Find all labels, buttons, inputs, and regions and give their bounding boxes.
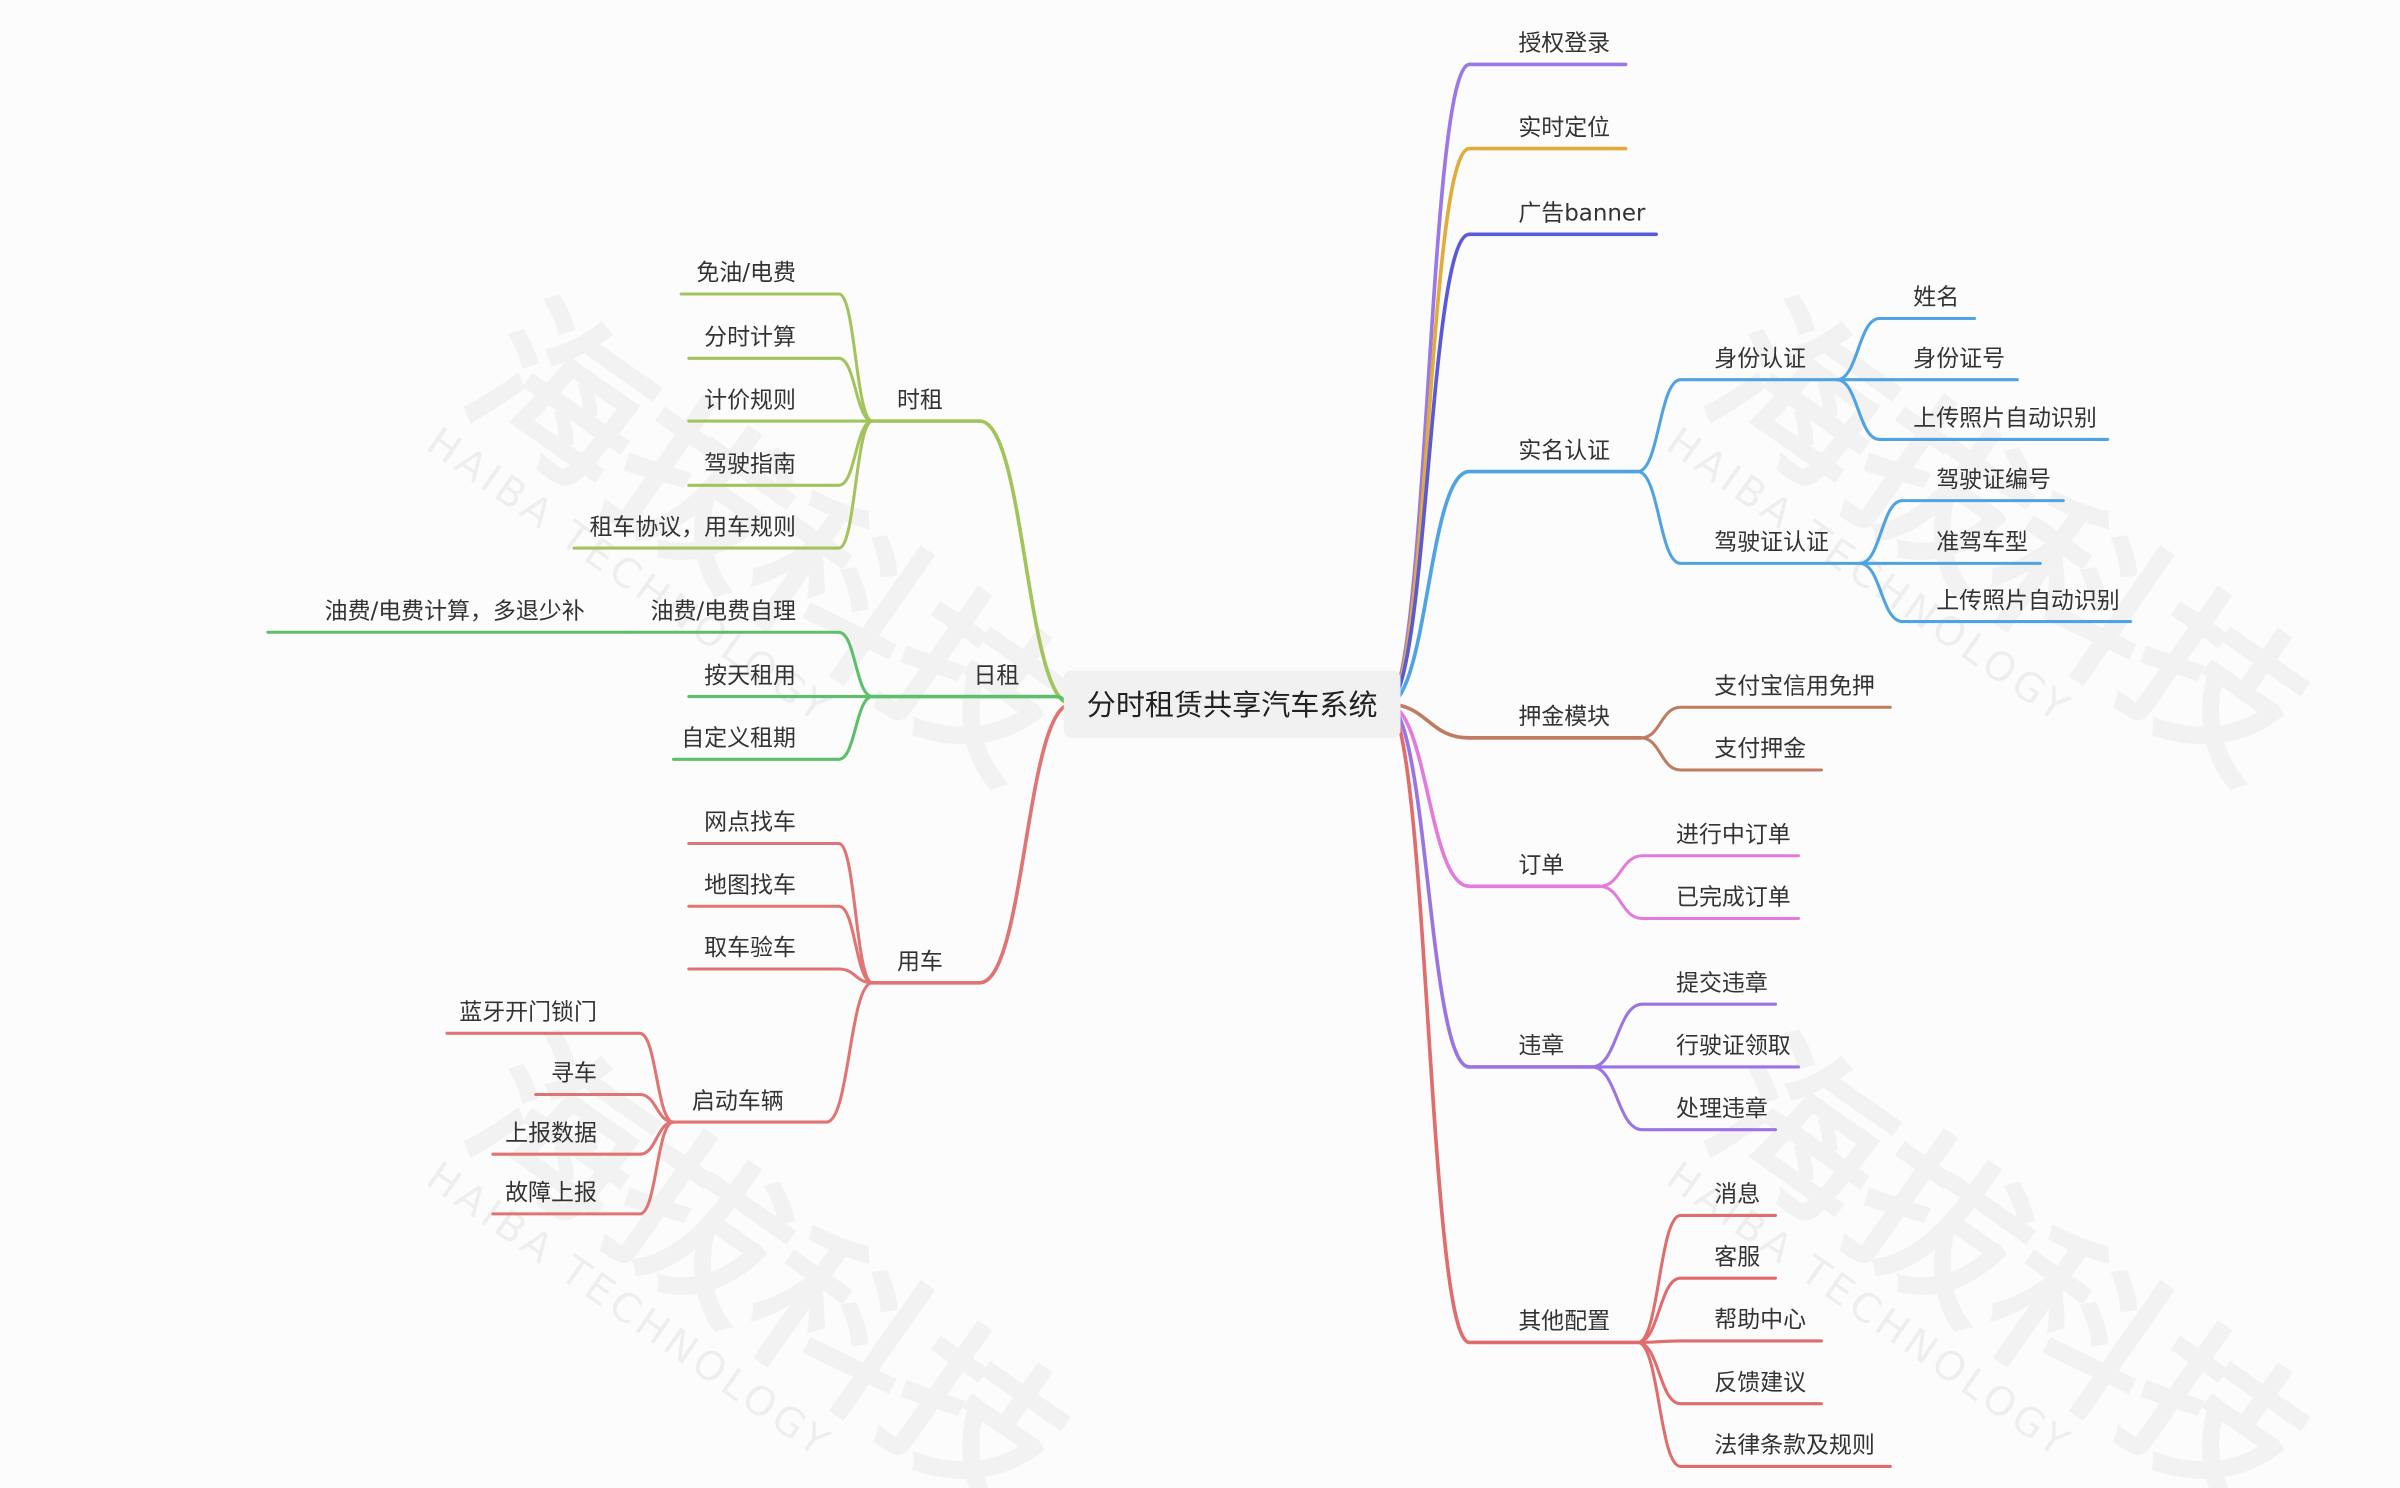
mind-map-node[interactable]: 取车验车 bbox=[704, 935, 796, 961]
branch-link bbox=[1859, 499, 1903, 565]
branch-link bbox=[838, 292, 874, 423]
mind-map-node[interactable]: 授权登录 bbox=[1518, 31, 1610, 57]
mind-map-node[interactable]: 网点找车 bbox=[704, 810, 796, 836]
mind-map-node[interactable]: 姓名 bbox=[1913, 285, 1959, 311]
mind-map-node[interactable]: 蓝牙开门锁门 bbox=[459, 1000, 597, 1026]
branch-link bbox=[1637, 1340, 1682, 1468]
mind-map-node[interactable]: 按天租用 bbox=[704, 663, 796, 689]
mind-map-node[interactable]: 上报数据 bbox=[505, 1120, 597, 1146]
branch-link bbox=[1385, 146, 1471, 707]
mind-map-node[interactable]: 启动车辆 bbox=[692, 1088, 784, 1114]
branch-link bbox=[838, 630, 873, 699]
mind-map-node[interactable]: 实名认证 bbox=[1518, 438, 1610, 464]
root-label: 分时租赁共享汽车系统 bbox=[1087, 688, 1378, 722]
mind-map-node[interactable]: 用车 bbox=[897, 949, 943, 975]
branch-link bbox=[1591, 1002, 1643, 1069]
mind-map-node[interactable]: 上传照片自动识别 bbox=[1913, 406, 2097, 432]
mind-map-node[interactable]: 油费/电费计算，多退少补 bbox=[325, 598, 585, 624]
branch-link bbox=[1637, 1339, 1681, 1344]
branch-link bbox=[979, 419, 1072, 707]
branch-link bbox=[1640, 736, 1681, 772]
branch-link bbox=[1599, 854, 1643, 888]
mind-map-node[interactable]: 准驾车型 bbox=[1936, 530, 2028, 556]
branch-link bbox=[1385, 62, 1471, 707]
branch-link bbox=[979, 702, 1072, 985]
mind-map-node[interactable]: 实时定位 bbox=[1518, 115, 1610, 141]
branch-link bbox=[1637, 1340, 1681, 1406]
mind-map-node[interactable]: 提交违章 bbox=[1676, 970, 1768, 996]
mind-map-node[interactable]: 免油/电费 bbox=[696, 260, 795, 286]
branch-link bbox=[1640, 705, 1681, 740]
branch-link bbox=[1386, 232, 1471, 707]
branch-link bbox=[838, 419, 874, 550]
branch-link bbox=[838, 904, 874, 985]
mind-map-node[interactable]: 支付宝信用免押 bbox=[1714, 673, 1875, 699]
branch-link bbox=[1836, 378, 1880, 441]
mind-map-node[interactable]: 驾驶指南 bbox=[704, 452, 796, 478]
mind-map-node[interactable]: 法律条款及规则 bbox=[1714, 1433, 1875, 1459]
branch-link bbox=[1599, 884, 1643, 921]
branch-link bbox=[1836, 316, 1880, 382]
mind-map-node[interactable]: 客服 bbox=[1714, 1244, 1760, 1270]
branch-link bbox=[639, 1120, 675, 1216]
mind-map-node[interactable]: 帮助中心 bbox=[1714, 1307, 1806, 1333]
mind-map-node[interactable]: 时租 bbox=[897, 387, 943, 413]
mind-map-node[interactable]: 进行中订单 bbox=[1676, 822, 1791, 848]
branch-link bbox=[1386, 702, 1470, 889]
mind-map-node[interactable]: 日租 bbox=[973, 663, 1019, 689]
mind-map-node[interactable]: 处理违章 bbox=[1676, 1096, 1768, 1122]
mind-map-node[interactable]: 违章 bbox=[1518, 1033, 1564, 1059]
mind-map-node[interactable]: 身份证号 bbox=[1913, 346, 2005, 372]
branch-link bbox=[1386, 702, 1470, 1069]
mind-map-node[interactable]: 订单 bbox=[1518, 853, 1564, 879]
mind-map-node[interactable]: 广告banner bbox=[1518, 201, 1646, 227]
branch-link bbox=[1637, 1213, 1682, 1344]
mind-map-node[interactable]: 上传照片自动识别 bbox=[1936, 588, 2120, 614]
branch-link bbox=[838, 841, 874, 985]
branch-link bbox=[838, 356, 873, 423]
branch-link bbox=[1637, 1276, 1681, 1344]
branch-links bbox=[266, 62, 2133, 1468]
branch-link bbox=[1637, 378, 1682, 474]
branch-link bbox=[1591, 1065, 1643, 1132]
mind-map-node[interactable]: 反馈建议 bbox=[1714, 1370, 1806, 1396]
mind-map-node[interactable]: 已完成订单 bbox=[1676, 885, 1791, 911]
mind-map-node[interactable]: 押金模块 bbox=[1518, 704, 1610, 730]
mind-map-node[interactable]: 自定义租期 bbox=[681, 726, 796, 752]
branch-link bbox=[1385, 702, 1471, 1345]
branch-link bbox=[1386, 469, 1470, 707]
mind-map-node[interactable]: 其他配置 bbox=[1518, 1309, 1610, 1335]
mind-map-node[interactable]: 驾驶证编号 bbox=[1936, 467, 2051, 493]
mind-map-node[interactable]: 行驶证领取 bbox=[1676, 1033, 1791, 1059]
branch-link bbox=[639, 1031, 675, 1124]
root-node[interactable]: 分时租赁共享汽车系统 bbox=[1063, 670, 1401, 738]
mind-map-node[interactable]: 支付押金 bbox=[1714, 736, 1806, 762]
mind-map-node[interactable]: 油费/电费自理 bbox=[651, 598, 796, 624]
branch-link bbox=[1637, 470, 1682, 565]
mind-map-node[interactable]: 故障上报 bbox=[505, 1180, 597, 1206]
mind-map-node[interactable]: 地图找车 bbox=[704, 872, 796, 898]
mind-map-node[interactable]: 消息 bbox=[1714, 1182, 1760, 1208]
mind-map-node[interactable]: 租车协议，用车规则 bbox=[589, 514, 795, 540]
mind-map-node[interactable]: 身份认证 bbox=[1714, 346, 1806, 372]
branch-link bbox=[838, 695, 873, 761]
mind-map-node[interactable]: 驾驶证认证 bbox=[1714, 530, 1829, 556]
mind-map-node[interactable]: 分时计算 bbox=[704, 325, 796, 351]
branch-link bbox=[1859, 561, 1903, 624]
mind-map-node[interactable]: 计价规则 bbox=[704, 387, 796, 413]
mind-map-node[interactable]: 寻车 bbox=[551, 1061, 597, 1087]
branch-link bbox=[825, 981, 874, 1124]
